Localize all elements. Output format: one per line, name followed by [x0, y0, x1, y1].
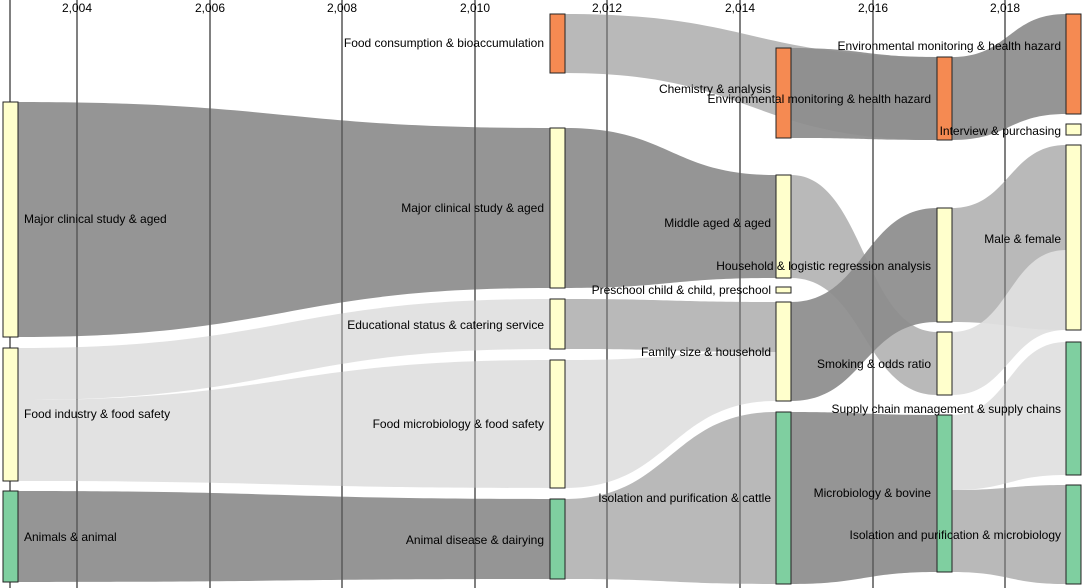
flow-band: [952, 250, 1066, 395]
topic-label-n2e: Isolation and purification & cattle: [598, 491, 771, 505]
topic-node-n3a[interactable]: [936, 56, 953, 141]
topic-node-n2e[interactable]: [775, 411, 792, 585]
topic-node-n2c[interactable]: [775, 286, 792, 294]
topic-label-n2c: Preschool child & child, preschool: [592, 283, 771, 297]
year-tick-label: 2,014: [725, 1, 755, 15]
topic-node-n1c[interactable]: [549, 298, 566, 350]
topic-label-n4a: Environmental monitoring & health hazard: [838, 39, 1061, 53]
topic-label-n2b: Middle aged & aged: [664, 216, 771, 230]
topic-node-n2a[interactable]: [775, 47, 792, 139]
year-tick-label: 2,006: [195, 1, 225, 15]
flow-band: [18, 299, 550, 400]
topic-label-n1b: Major clinical study & aged: [401, 201, 544, 215]
flow-band: [18, 491, 550, 582]
topic-node-n0a[interactable]: [2, 101, 19, 338]
topic-node-n4b[interactable]: [1065, 123, 1082, 136]
year-tick-label: 2,018: [990, 1, 1020, 15]
topic-flows: [9, 14, 1066, 588]
topic-label-n2d: Family size & household: [641, 345, 771, 359]
topic-label-n3c: Smoking & odds ratio: [817, 357, 931, 371]
year-tick-label: 2,004: [62, 1, 92, 15]
topic-node-n1a[interactable]: [549, 13, 566, 74]
topic-node-n0b[interactable]: [2, 347, 19, 482]
year-tick-label: 2,010: [460, 1, 490, 15]
flow-band: [565, 128, 776, 288]
topic-node-n3c[interactable]: [936, 331, 953, 396]
topic-node-n4a[interactable]: [1065, 13, 1082, 115]
topic-label-n4c: Male & female: [984, 232, 1061, 246]
topic-label-n0b: Food industry & food safety: [24, 407, 170, 421]
year-axis: 2,004 2,006 2,008 2,010 2,012 2,014 2,016 2,018: [62, 1, 1020, 15]
topic-label-n3b: Household & logistic regression analysis: [716, 259, 931, 273]
topic-node-n4e[interactable]: [1065, 484, 1082, 585]
flow-band: [565, 299, 776, 352]
flow-band: [18, 360, 550, 488]
topic-nodes: [2, 13, 1082, 585]
topic-node-n4c[interactable]: [1065, 144, 1082, 331]
topic-node-n2b[interactable]: [775, 174, 792, 279]
topic-label-n4b: Interview & purchasing: [940, 124, 1061, 138]
flow-band: [791, 208, 937, 401]
year-tick-label: 2,016: [858, 1, 888, 15]
topic-label-n1c: Educational status & catering service: [347, 318, 544, 332]
topic-label-n4d: Supply chain management & supply chains: [832, 402, 1061, 416]
topic-label-n0c: Animals & animal: [24, 530, 117, 544]
topic-label-n3a: Environmental monitoring & health hazard: [708, 92, 931, 106]
topic-node-n1e[interactable]: [549, 498, 566, 580]
topic-node-n1b[interactable]: [549, 127, 566, 289]
topic-label-n3d: Microbiology & bovine: [814, 486, 932, 500]
topic-label-n0a: Major clinical study & aged: [24, 212, 167, 226]
topic-node-n3d[interactable]: [936, 414, 953, 573]
topic-node-n0c[interactable]: [2, 490, 19, 583]
year-tick-label: 2,012: [592, 1, 622, 15]
topic-label-n2a: Chemistry & analysis: [659, 82, 771, 96]
flow-band: [791, 48, 937, 140]
flow-band: [952, 342, 1066, 490]
topic-label-n1e: Animal disease & dairying: [406, 533, 544, 547]
topic-node-n1d[interactable]: [549, 359, 566, 489]
topic-label-n1a: Food consumption & bioaccumulation: [344, 36, 544, 50]
year-tick-label: 2,008: [327, 1, 357, 15]
topic-node-n2d[interactable]: [775, 301, 792, 402]
flow-band: [791, 412, 937, 584]
topic-label-n1d: Food microbiology & food safety: [373, 417, 544, 431]
topic-label-n4e: Isolation and purification & microbiolog…: [850, 528, 1061, 542]
flow-band: [952, 14, 1066, 140]
flow-band: [565, 412, 776, 584]
flow-band: [952, 485, 1066, 584]
topic-node-n3b[interactable]: [936, 207, 953, 323]
topic-node-n4d[interactable]: [1065, 341, 1082, 476]
flow-band: [18, 102, 550, 337]
flow-band: [565, 352, 776, 488]
